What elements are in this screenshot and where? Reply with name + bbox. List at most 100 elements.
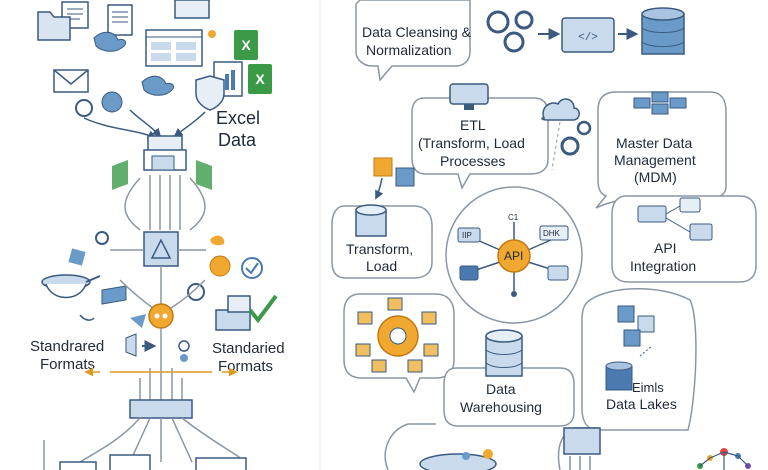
database-icon bbox=[421, 311, 437, 325]
etl-icon bbox=[449, 83, 489, 110]
pipeline-lines-upper bbox=[124, 175, 206, 231]
api-node-bottom-left bbox=[459, 265, 479, 281]
data-lakes-label-line1: Eimls bbox=[632, 380, 664, 395]
right-format-label-line1: Standaried bbox=[212, 340, 285, 357]
database-icon bbox=[419, 453, 497, 470]
etl-label-line2: (Transform, Load bbox=[418, 135, 525, 151]
data-cleansing-label-line2: Normalization bbox=[366, 42, 452, 58]
excel-file-icon: X bbox=[248, 64, 272, 94]
data-cleansing-bubble bbox=[355, 0, 471, 82]
gear-icon bbox=[187, 283, 205, 301]
distributed-db-icon bbox=[355, 297, 439, 373]
excel-file-icon: X bbox=[234, 30, 258, 60]
cube-icon bbox=[68, 248, 86, 266]
gear-icon bbox=[95, 231, 109, 245]
svg-text:</>: </> bbox=[578, 32, 598, 44]
data-lakes-bubble bbox=[581, 288, 697, 431]
mdm-label-line1: Master Data bbox=[616, 135, 692, 151]
puzzle-icon bbox=[637, 315, 655, 333]
bird-icon bbox=[93, 31, 127, 52]
data-lakes-icons bbox=[605, 305, 655, 391]
output-server-node bbox=[129, 399, 193, 419]
gear-icon bbox=[514, 10, 534, 30]
transform-label-line1: Transform, bbox=[346, 241, 413, 257]
left-sources-cluster: X X bbox=[37, 0, 272, 139]
check-circle-icon bbox=[241, 257, 263, 279]
code-window-icon bbox=[637, 205, 667, 223]
api-node-left bbox=[457, 227, 481, 243]
gear-icon bbox=[560, 136, 580, 156]
api-integration-label-line2: Integration bbox=[630, 258, 696, 274]
etl-label-line1: ETL bbox=[460, 117, 486, 133]
folder-icon bbox=[37, 11, 71, 41]
excel-data-stack bbox=[112, 135, 212, 190]
browser-window-icon bbox=[145, 29, 203, 67]
api-node-left-label: IIP bbox=[462, 231, 472, 240]
shield-icon bbox=[195, 75, 225, 111]
api-node-top-label: C1 bbox=[508, 213, 519, 222]
sieve-icon bbox=[41, 274, 101, 299]
api-node-right bbox=[539, 225, 569, 241]
orange-transform-node bbox=[148, 303, 174, 329]
distribution-lines bbox=[84, 328, 238, 400]
link-icon bbox=[75, 99, 93, 117]
api-hub bbox=[445, 186, 583, 324]
warehousing-label-line2: Warehousing bbox=[460, 399, 542, 415]
code-window-icon bbox=[563, 427, 601, 455]
cleansing-pipeline: </> bbox=[486, 7, 685, 55]
output-windows bbox=[59, 454, 247, 470]
gear-icon bbox=[486, 10, 510, 34]
list-window-icon bbox=[689, 223, 713, 241]
validation-node bbox=[143, 231, 179, 267]
bottom-bubbles bbox=[384, 423, 601, 470]
excel-label-line2: Data bbox=[218, 130, 257, 150]
api-node-right-label: DHK bbox=[543, 229, 561, 238]
transform-label-line2: Load bbox=[366, 258, 397, 274]
data-warehousing-bubble bbox=[443, 367, 575, 427]
puzzle-icon bbox=[623, 329, 641, 347]
database-icon bbox=[423, 343, 439, 357]
data-cleansing-label-line1: Data Cleansing & bbox=[362, 24, 472, 40]
etl-label-line3: Processes bbox=[440, 153, 505, 169]
right-process-icons bbox=[187, 235, 278, 331]
recycle-icon bbox=[79, 314, 95, 321]
gear-icon bbox=[576, 120, 592, 136]
network-logo bbox=[697, 448, 751, 470]
block-icon bbox=[101, 285, 127, 305]
data-lakes-label-line2: Data Lakes bbox=[606, 396, 677, 412]
api-integration-label-line1: API bbox=[654, 240, 677, 256]
check-icon bbox=[248, 294, 278, 324]
bird-icon bbox=[141, 75, 175, 96]
code-window-icon bbox=[561, 17, 615, 53]
api-node-bottom-right bbox=[547, 265, 569, 281]
mdm-label-line2: Management bbox=[614, 152, 696, 168]
transform-db-icon bbox=[355, 204, 387, 237]
api-center-label: API bbox=[504, 249, 523, 263]
mail-icon bbox=[53, 69, 89, 93]
document-icon bbox=[107, 4, 133, 36]
gear-icon bbox=[503, 31, 525, 53]
puzzle-icon bbox=[373, 157, 393, 177]
database-icon bbox=[641, 7, 685, 55]
puzzle-icon bbox=[395, 167, 415, 187]
api-integration-icons bbox=[637, 197, 713, 241]
database-icon bbox=[357, 311, 373, 325]
toolbox-icon bbox=[215, 295, 251, 331]
shape-icon bbox=[130, 314, 146, 328]
database-icon bbox=[355, 343, 371, 357]
warehouse-db-icon bbox=[485, 329, 523, 377]
warehousing-label-line1: Data bbox=[486, 381, 516, 397]
puzzle-icon bbox=[210, 235, 225, 246]
sun-icon bbox=[208, 30, 216, 38]
coin-icon bbox=[209, 255, 231, 277]
cloud-icon bbox=[541, 98, 580, 121]
database-icon bbox=[407, 359, 423, 373]
database-icon bbox=[387, 297, 403, 311]
left-format-label-line2: Formats bbox=[40, 356, 95, 373]
mdm-label-line3: (MDM) bbox=[634, 169, 677, 185]
svg-text:X: X bbox=[241, 37, 251, 53]
left-process-icons bbox=[41, 231, 146, 328]
puzzle-cluster bbox=[373, 157, 415, 200]
excel-label-line1: Excel bbox=[216, 108, 260, 128]
